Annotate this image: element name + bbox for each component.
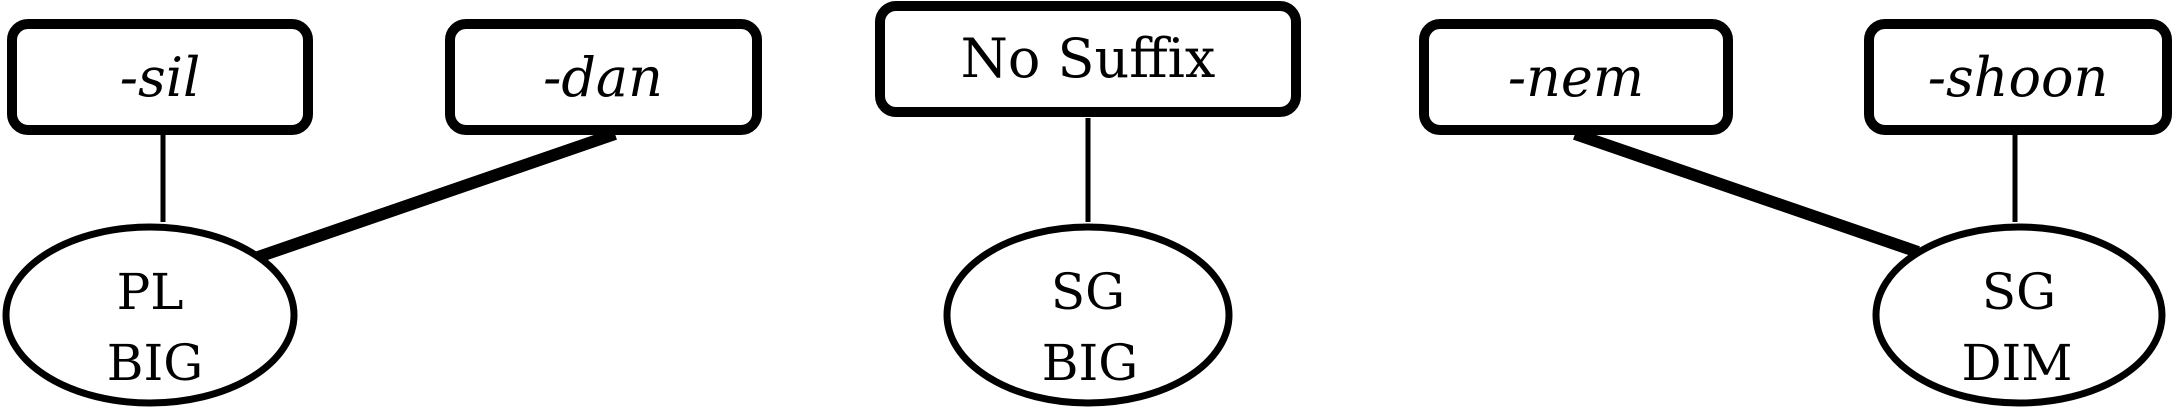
meaning-sg-dim-size: DIM	[1961, 334, 2072, 392]
meaning-sg-dim: SG DIM	[1872, 223, 2166, 407]
suffix-label-sil: -sil	[120, 46, 201, 109]
link-lines	[160, 118, 2018, 263]
suffix-label-nem: -nem	[1508, 46, 1644, 109]
suffix-box-dan: -dan	[445, 19, 762, 135]
meaning-pl-big-number: PL	[117, 263, 184, 321]
suffix-box-nem: -nem	[1419, 19, 1733, 135]
link-nem-sg-dim	[1573, 128, 1920, 258]
meaning-sg-big-number: SG	[1051, 263, 1125, 321]
suffix-box-none: No Suffix	[875, 1, 1301, 117]
suffix-box-sil: -sil	[7, 19, 313, 135]
meaning-pl-big: PL BIG	[2, 223, 298, 407]
suffix-label-none: No Suffix	[961, 27, 1216, 90]
meaning-sg-big-size: BIG	[1042, 334, 1138, 392]
meaning-sg-big: SG BIG	[943, 223, 1233, 407]
suffix-box-shoon: -shoon	[1864, 19, 2172, 135]
suffix-label-shoon: -shoon	[1928, 46, 2109, 109]
suffix-label-dan: -dan	[543, 46, 663, 109]
meaning-sg-dim-number: SG	[1982, 263, 2056, 321]
link-dan-pl-big	[256, 128, 617, 263]
meaning-pl-big-size: BIG	[107, 334, 203, 392]
